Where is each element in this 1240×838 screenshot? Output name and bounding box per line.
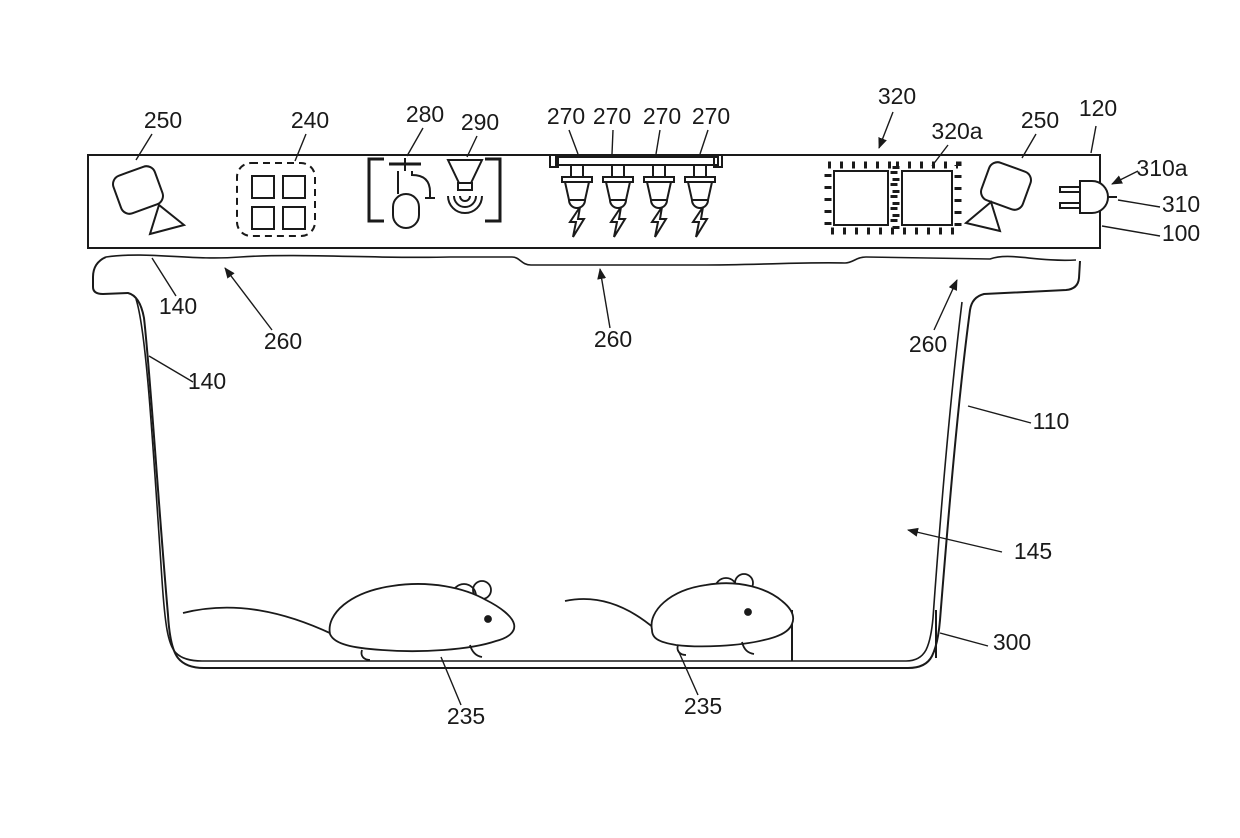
chip-right-icon bbox=[892, 161, 962, 235]
label-chip-right: 320a bbox=[931, 118, 982, 144]
speaker-icon bbox=[446, 159, 484, 214]
camera-left-icon bbox=[112, 165, 187, 236]
tray-outline bbox=[791, 610, 937, 661]
label-plug: 310 bbox=[1162, 191, 1200, 217]
chip-left-icon bbox=[824, 161, 898, 235]
label-rim-seal: 140 bbox=[159, 293, 197, 319]
label-vent-module: 240 bbox=[291, 107, 329, 133]
vent-module-icon bbox=[236, 162, 316, 237]
bracket-right-icon bbox=[485, 157, 502, 223]
lid-assembly bbox=[87, 154, 1117, 249]
camera-right-icon bbox=[963, 161, 1032, 233]
leader-lines bbox=[135, 111, 1161, 706]
label-seal-right: 260 bbox=[909, 331, 947, 357]
label-lid: 100 bbox=[1162, 220, 1200, 246]
cage-inner-wall bbox=[135, 298, 963, 662]
label-mouse-left: 235 bbox=[447, 703, 485, 729]
lamp-icon bbox=[643, 164, 675, 238]
label-side-wall: 140 bbox=[188, 368, 226, 394]
light-bar-icon bbox=[549, 154, 723, 238]
mouse-right-figure bbox=[564, 573, 795, 656]
label-camera-left: 250 bbox=[144, 107, 182, 133]
label-mouse-right: 235 bbox=[684, 693, 722, 719]
lamp-icon bbox=[602, 164, 634, 238]
rim-seal-line bbox=[105, 254, 1077, 266]
label-camera-right: 250 bbox=[1021, 107, 1059, 133]
label-seal-left: 260 bbox=[264, 328, 302, 354]
label-light-4: 270 bbox=[692, 103, 730, 129]
reference-numerals: 250 240 280 290 270 270 270 270 320 320a… bbox=[144, 83, 1200, 729]
label-chip-assembly: 320 bbox=[878, 83, 916, 109]
label-interior: 145 bbox=[1014, 538, 1052, 564]
lamp-icon bbox=[561, 164, 593, 238]
label-tray: 300 bbox=[993, 629, 1031, 655]
label-light-1: 270 bbox=[547, 103, 585, 129]
label-lid-edge: 120 bbox=[1079, 95, 1117, 121]
label-plug-tip: 310a bbox=[1136, 155, 1187, 181]
label-light-2: 270 bbox=[593, 103, 631, 129]
cage-outer-wall bbox=[92, 256, 1081, 669]
cage-body bbox=[92, 254, 1081, 669]
water-dispenser-icon bbox=[389, 158, 435, 229]
mouse-left-figure bbox=[182, 580, 516, 661]
bracket-left-icon bbox=[367, 157, 384, 223]
lamp-icon bbox=[684, 164, 716, 238]
label-water-dispenser: 280 bbox=[406, 101, 444, 127]
label-seal-middle: 260 bbox=[594, 326, 632, 352]
label-speaker: 290 bbox=[461, 109, 499, 135]
plug-icon bbox=[1059, 180, 1117, 214]
label-light-3: 270 bbox=[643, 103, 681, 129]
label-cage-wall: 110 bbox=[1033, 408, 1070, 434]
